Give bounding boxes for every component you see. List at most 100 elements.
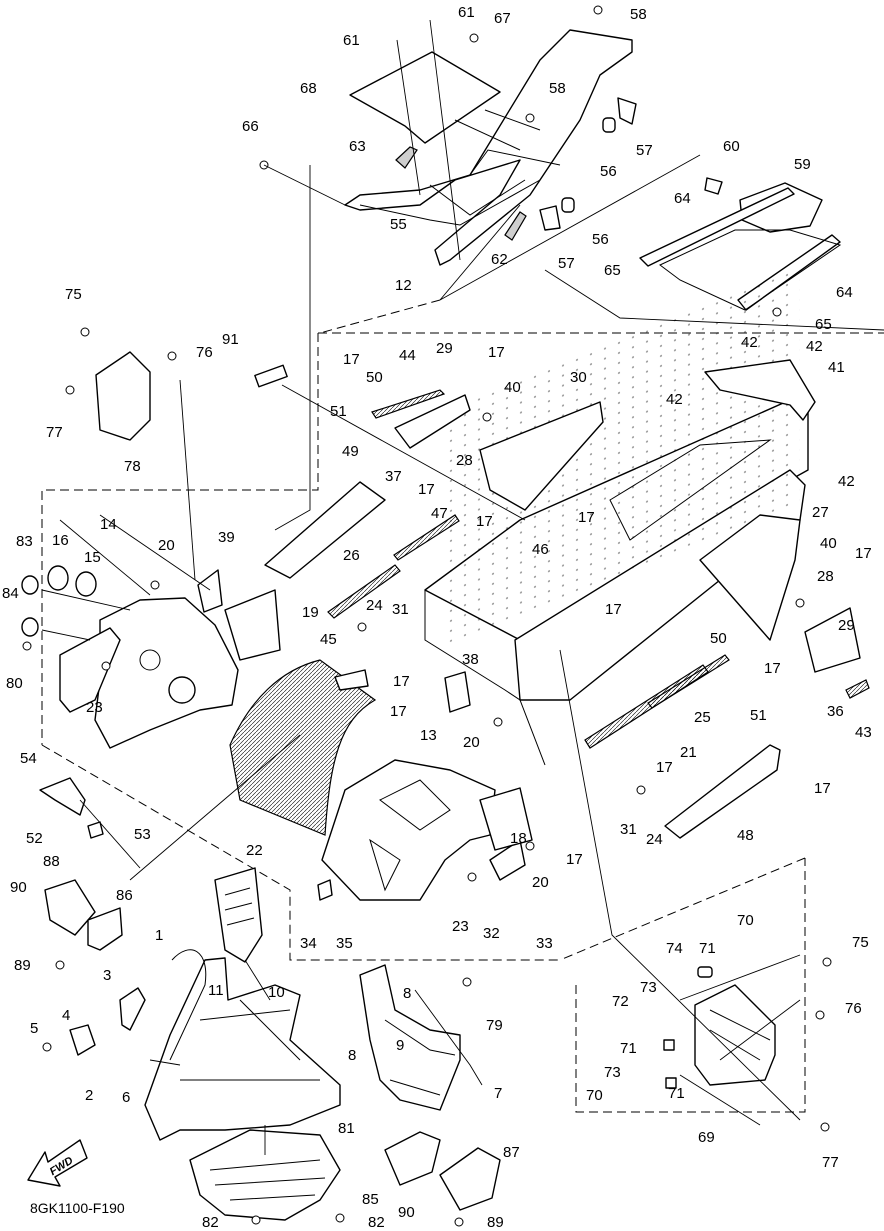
callout-9: 9 (396, 1037, 404, 1054)
skid-plate-ribs (209, 1159, 326, 1201)
callout-33: 33 (536, 935, 553, 952)
bracket-45 (334, 669, 369, 691)
callout-65b: 65 (815, 316, 832, 333)
cover-plate-80 (59, 627, 121, 713)
bolt-77b (820, 1122, 830, 1132)
strip-right-50 (647, 654, 730, 709)
bolt-76b (815, 1010, 825, 1020)
callout-18: 18 (510, 830, 527, 847)
callout-73b: 73 (604, 1064, 621, 1081)
strip-47 (393, 514, 460, 561)
clip-53 (87, 821, 104, 839)
callout-52: 52 (26, 830, 43, 847)
bracket-60 (704, 177, 723, 195)
tunnel-cutout (609, 439, 772, 541)
bolt-24b (636, 785, 646, 795)
bracket-57-a (617, 97, 637, 125)
callout-20a: 20 (158, 537, 175, 554)
front-panel-7-inner (384, 1019, 456, 1096)
callout-17g: 17 (605, 601, 622, 618)
bolt-80 (22, 641, 32, 651)
callout-31b: 31 (620, 821, 637, 838)
callout-42b: 42 (806, 338, 823, 355)
callout-58a: 58 (630, 6, 647, 23)
callout-44: 44 (399, 347, 416, 364)
callout-37: 37 (385, 468, 402, 485)
callout-8b: 8 (348, 1047, 356, 1064)
callout-76a: 76 (196, 344, 213, 361)
callout-78: 78 (124, 458, 141, 475)
callout-42c: 42 (666, 391, 683, 408)
callout-55: 55 (390, 216, 407, 233)
side-panel-36 (804, 607, 861, 673)
callout-88: 88 (43, 853, 60, 870)
rear-crossbar-41 (704, 359, 816, 421)
callout-17h: 17 (393, 673, 410, 690)
heat-exchanger-22 (229, 659, 377, 836)
callout-15: 15 (84, 549, 101, 566)
callout-4: 4 (62, 1007, 70, 1024)
callout-24a: 24 (366, 597, 383, 614)
callout-53: 53 (134, 826, 151, 843)
bracket-62 (504, 211, 527, 241)
front-left-assembly (21, 351, 533, 901)
callout-17f: 17 (855, 545, 872, 562)
bolt-20b (493, 717, 503, 727)
callout-74: 74 (666, 940, 683, 957)
clip-71b (665, 1077, 677, 1089)
bearing-15 (75, 571, 97, 597)
bolt-20c (525, 841, 535, 851)
callout-20c: 20 (532, 874, 549, 891)
callout-66: 66 (242, 118, 259, 135)
shroud-85 (384, 1131, 441, 1186)
callout-90b: 90 (398, 1204, 415, 1221)
callout-17k: 17 (656, 759, 673, 776)
callout-27: 27 (812, 504, 829, 521)
callout-51b: 51 (750, 707, 767, 724)
callout-24b: 24 (646, 831, 663, 848)
chaincase-hub (168, 676, 196, 704)
callout-17d: 17 (476, 513, 493, 530)
chassis-rivet-pattern (440, 266, 800, 653)
callout-61b: 61 (343, 32, 360, 49)
bolt-75b (822, 957, 832, 967)
callout-57a: 57 (636, 142, 653, 159)
rear-frame-crossmember (429, 109, 541, 216)
seat-cover-plate (349, 51, 501, 144)
callout-71a: 71 (699, 940, 716, 957)
callout-17i: 17 (390, 703, 407, 720)
callout-69: 69 (698, 1129, 715, 1146)
callout-61a: 61 (458, 4, 475, 21)
rear-box-assembly (663, 966, 776, 1089)
callout-51a: 51 (330, 403, 347, 420)
bolt-82a (251, 1215, 261, 1225)
box-69-detail (709, 1009, 771, 1061)
callout-17m: 17 (814, 780, 831, 797)
callout-10: 10 (268, 984, 285, 1001)
bulkhead-cutouts (369, 779, 451, 892)
callout-70b: 70 (586, 1087, 603, 1104)
strip-26 (327, 564, 401, 619)
rear-bumper-48 (664, 744, 781, 839)
callout-87: 87 (503, 1144, 520, 1161)
callout-89b: 89 (487, 1214, 504, 1231)
callout-36: 36 (827, 703, 844, 720)
callout-32: 32 (483, 925, 500, 942)
callout-5: 5 (30, 1020, 38, 1037)
callout-20b: 20 (463, 734, 480, 751)
callout-14: 14 (100, 516, 117, 533)
callout-64a: 64 (674, 190, 691, 207)
bolt-76 (167, 351, 177, 361)
bolt-65b (772, 307, 782, 317)
callout-62: 62 (491, 251, 508, 268)
callout-25: 25 (694, 709, 711, 726)
fwd-arrow-icon (27, 1139, 88, 1187)
callout-80: 80 (6, 675, 23, 692)
callout-86: 86 (116, 887, 133, 904)
bolt-20a (150, 580, 160, 590)
fwd-arrow: FWD (27, 1139, 88, 1187)
callout-22: 22 (246, 842, 263, 859)
main-chassis-assembly (264, 266, 870, 839)
rear-arch-27 (699, 514, 801, 641)
long-bolt-61b (396, 39, 421, 196)
